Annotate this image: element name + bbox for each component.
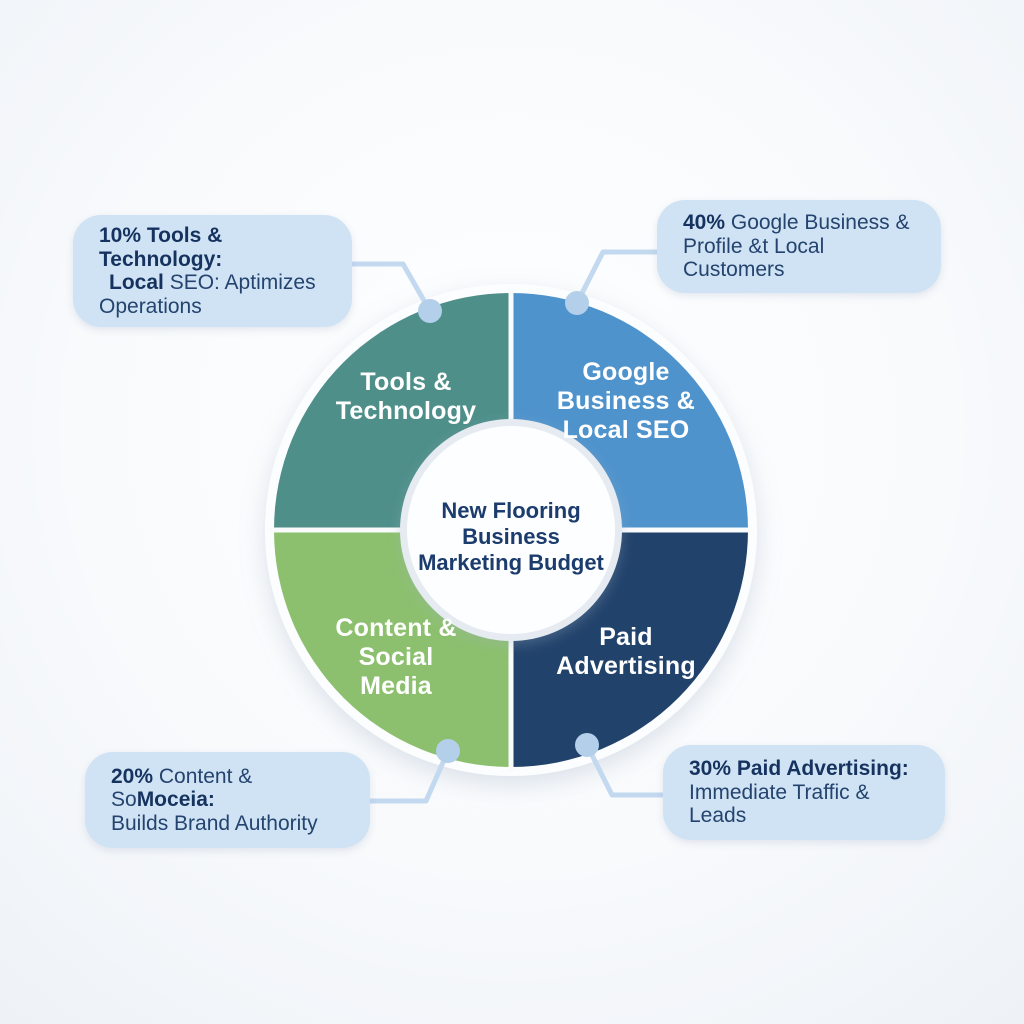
segment-label-line: Technology	[335, 397, 477, 425]
connector-node-bottom-left	[436, 739, 460, 763]
callout-line: Immediate Traffic & Leads	[689, 780, 870, 828]
chart-title-line2: Marketing Budget	[418, 550, 604, 575]
segment-label-tools-technology: Tools & Technology	[286, 368, 526, 426]
callout-content-social-media: 20% Content & SoMoceia: Builds Brand Aut…	[85, 752, 370, 848]
segment-label-line: Advertising	[556, 652, 696, 680]
donut-hole	[407, 426, 615, 634]
callout-line: 40% Google Business &	[683, 211, 915, 235]
callout-text: Google Business &	[725, 211, 910, 235]
segment-label-line: Local SEO	[562, 416, 690, 444]
callout-line: Builds Brand Authority	[111, 811, 318, 835]
connector-node-bottom-right	[575, 733, 599, 757]
callout-google-business-local-seo: 40% Google Business & Profile &t Local C…	[657, 200, 941, 293]
connector-bottom-left	[365, 748, 451, 804]
callout-line: 10% Tools & Technology:	[99, 224, 326, 271]
connector-node-top-left	[418, 299, 442, 323]
segment-label-paid-advertising: Paid Advertising	[506, 623, 746, 681]
connector-top-right	[574, 249, 661, 306]
chart-title-line1: New Flooring Business	[441, 498, 581, 549]
callout-bold-text: Local	[109, 271, 164, 294]
connector-bottom-right	[584, 742, 665, 798]
segment-label-line: Media	[360, 672, 432, 700]
callout-line: 20% Content & SoMoceia:	[111, 765, 344, 812]
callout-percent-text: 40%	[683, 211, 726, 235]
segment-label-line: Business &	[556, 387, 696, 415]
segment-label-line: Google	[582, 358, 670, 386]
callout-line: Profile &t Local Customers	[683, 234, 825, 282]
connector-top-left	[349, 261, 433, 314]
callout-line: 30% Paid Advertising:	[689, 757, 919, 781]
segment-label-line: Tools &	[360, 368, 452, 396]
callout-paid-advertising: 30% Paid Advertising: Immediate Traffic …	[663, 745, 945, 840]
callout-line: Operations	[99, 294, 202, 318]
callout-percent-text: 20%	[111, 764, 154, 788]
segment-label-line: Content &	[335, 614, 457, 642]
connector-node-top-right	[565, 291, 589, 315]
callout-text: SEO: Aptimizes	[163, 271, 316, 294]
segment-label-line: Social	[358, 643, 434, 671]
callout-percent-text: 30% Paid Advertising:	[689, 757, 909, 781]
callout-bold-text: Moceia:	[136, 788, 215, 812]
callout-line: Local SEO: Aptimizes	[109, 271, 326, 295]
chart-title: New Flooring Business Marketing Budget	[401, 498, 621, 576]
callout-percent-text: 10% Tools & Technology:	[99, 224, 223, 271]
callout-tools-technology: 10% Tools & Technology: Local SEO: Aptim…	[73, 215, 352, 327]
callout-text: Content & So	[111, 764, 253, 812]
segment-label-google-business-local-seo: Google Business & Local SEO	[506, 358, 746, 445]
segment-label-line: Paid	[599, 623, 653, 651]
segment-label-content-social-media: Content & Social Media	[276, 614, 516, 701]
